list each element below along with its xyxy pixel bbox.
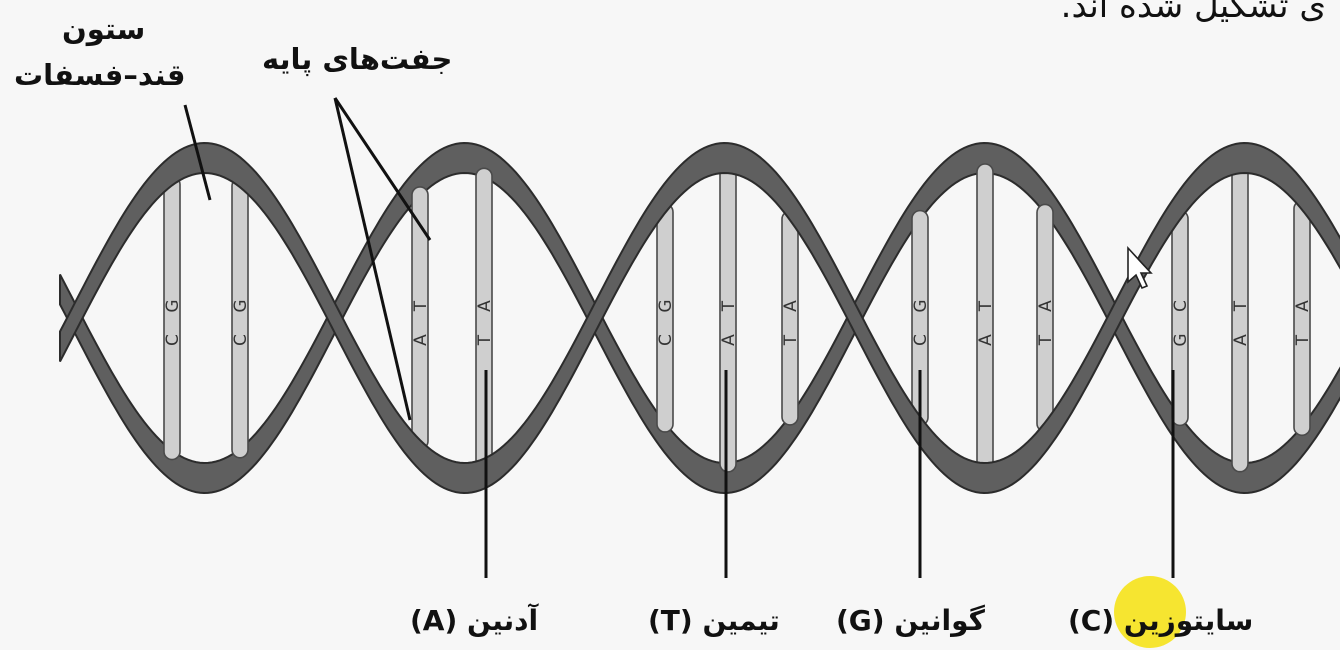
base-letter: G [231, 299, 251, 312]
base-pair-rung: GC [656, 204, 676, 432]
base-letter: T [781, 334, 801, 346]
base-letter: C [231, 334, 251, 346]
base-letter: T [1036, 334, 1056, 346]
base-letter: C [911, 334, 931, 346]
base-letter: G [911, 299, 931, 312]
base-pair-rung: TA [1231, 164, 1251, 471]
label-thymine: تیمین (T) [648, 604, 780, 637]
rung-bar [1294, 201, 1310, 436]
label-adenine: آدنین (A) [410, 604, 538, 637]
base-letter: T [976, 300, 996, 312]
base-letter: A [1293, 300, 1313, 312]
base-pair-rung: GC [231, 178, 251, 458]
base-letter: T [411, 300, 431, 312]
base-pair-rung: GC [163, 176, 183, 459]
rung-bar [657, 204, 673, 432]
base-letter: T [719, 300, 739, 312]
label-cytosine: سایتوزین (C) [1068, 604, 1253, 637]
label-base-pairs: جفت‌های پایه [262, 42, 452, 76]
base-letter: A [475, 300, 495, 312]
base-letter: A [781, 300, 801, 312]
rung-bar [977, 164, 993, 472]
base-letter: A [976, 334, 996, 346]
base-letter: T [1293, 334, 1313, 346]
rung-bar [782, 211, 798, 425]
rung-bar [1232, 164, 1248, 471]
rung-bar [476, 168, 492, 467]
base-letter: C [656, 334, 676, 346]
base-letter: G [163, 299, 183, 312]
rung-bar [720, 164, 736, 472]
rung-bar [232, 178, 248, 458]
partial-header-text: ی تشکیل شده اند. [1061, 0, 1326, 26]
rung-bar [1037, 204, 1053, 431]
base-pair-rung: TA [719, 164, 739, 472]
base-letter: A [1231, 334, 1251, 346]
base-letter: C [163, 334, 183, 346]
base-letter: A [719, 334, 739, 346]
label-backbone-line2: قند–فسفات [14, 58, 185, 92]
label-backbone-line1: ستون [62, 12, 145, 46]
base-pair-rung: AT [1036, 204, 1056, 431]
base-letter: T [475, 334, 495, 346]
base-letter: G [656, 299, 676, 312]
base-letter: A [1036, 300, 1056, 312]
base-letter: G [1171, 333, 1191, 346]
base-pair-rung: AT [1293, 201, 1313, 436]
base-letter: T [1231, 300, 1251, 312]
base-letter: A [411, 334, 431, 346]
label-guanine: گوانین (G) [836, 604, 985, 637]
base-pair-rung: TA [976, 164, 996, 472]
base-pair-rung: AT [781, 211, 801, 425]
base-letter: C [1171, 300, 1191, 312]
rung-bar [164, 176, 180, 459]
